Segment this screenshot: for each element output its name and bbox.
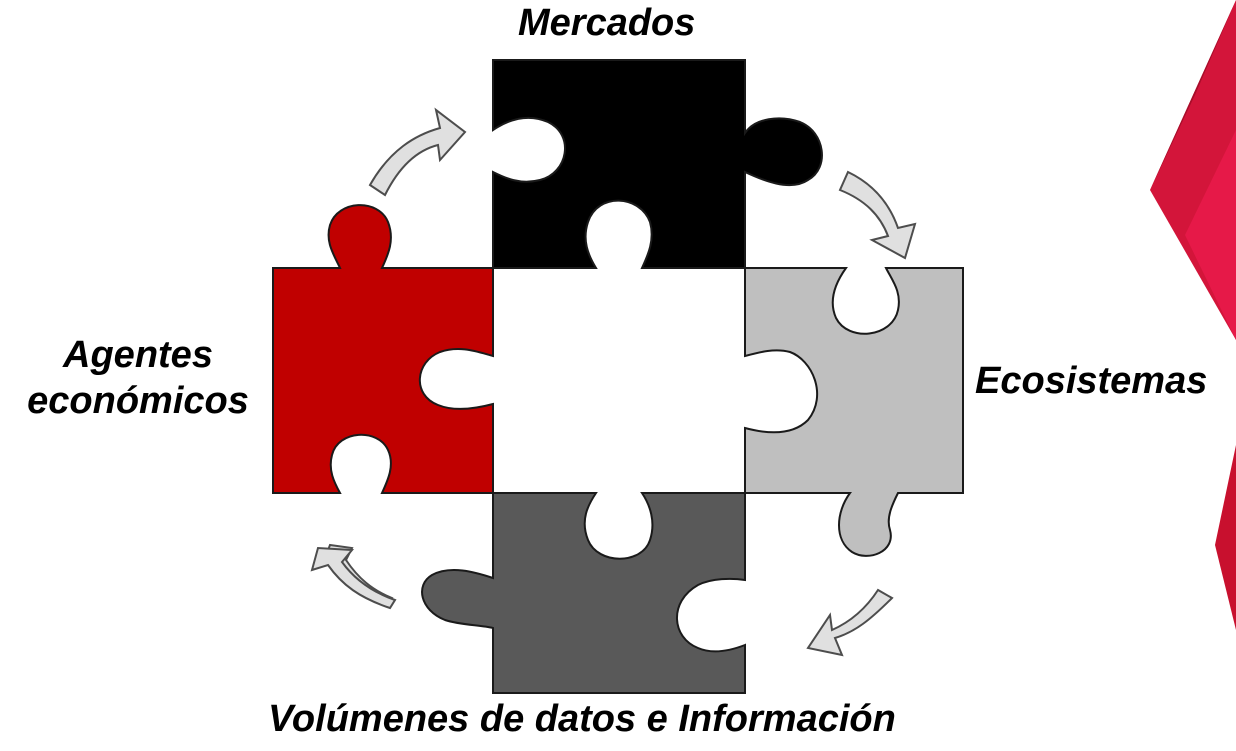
label-ecosistemas: Ecosistemas xyxy=(975,360,1208,402)
center-square xyxy=(493,268,745,493)
label-agentes-line1: Agentes xyxy=(63,334,213,376)
arrow-bottom-right xyxy=(806,588,894,657)
decorative-red-shape xyxy=(1150,0,1236,630)
label-agentes-economicos: Agentes económicos xyxy=(18,332,258,425)
arrow-top-right xyxy=(838,170,917,260)
puzzle-piece-ecosistemas xyxy=(744,267,964,557)
label-volumenes: Volúmenes de datos e Información xyxy=(268,698,896,740)
puzzle-piece-agentes xyxy=(272,204,494,494)
label-mercados: Mercados xyxy=(518,2,696,44)
label-agentes-line2: económicos xyxy=(27,380,249,423)
puzzle-piece-volumenes xyxy=(421,492,746,694)
puzzle-piece-mercados xyxy=(492,59,823,269)
arrow-top-left xyxy=(368,107,467,197)
arrow-bottom-left xyxy=(310,543,397,610)
